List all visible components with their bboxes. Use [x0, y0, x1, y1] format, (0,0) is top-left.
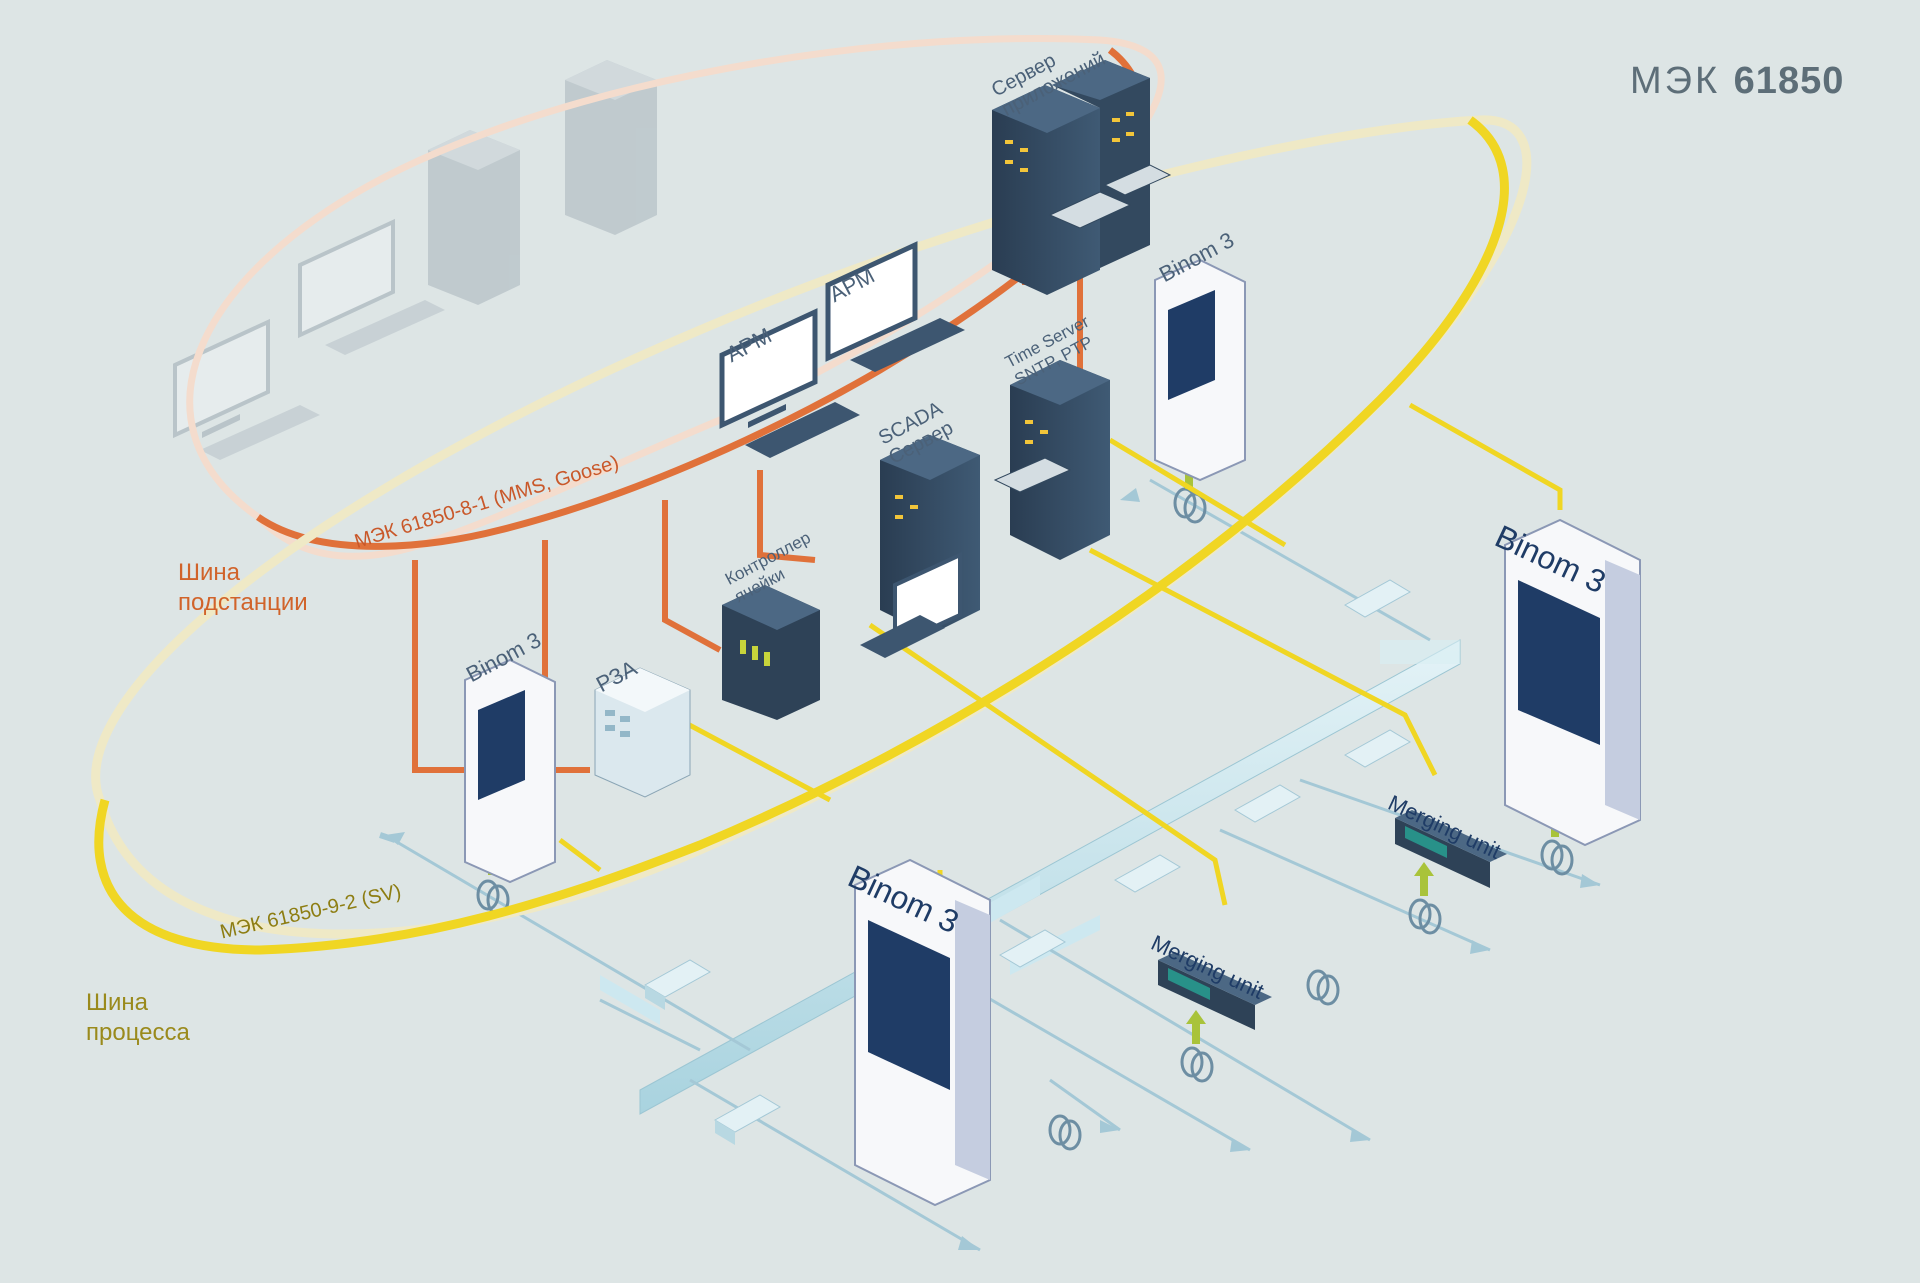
faded-workstations [173, 60, 657, 460]
process-bus-label: Шина процесса [86, 988, 190, 1048]
station-bus-label-line2: подстанции [178, 589, 308, 616]
process-bus-label-line2: процесса [86, 1019, 190, 1046]
station-bus-ring [186, 35, 1165, 560]
process-bus-drops [558, 402, 1563, 906]
arm-workstations [719, 241, 965, 458]
binom-units [464, 258, 1641, 1207]
title-prefix: МЭК [1630, 60, 1721, 102]
primary-busbars [600, 639, 1461, 1115]
page-title: МЭК 61850 [1630, 60, 1844, 103]
process-bus-active [94, 116, 1509, 955]
process-bus-label-line1: Шина [86, 989, 149, 1016]
merging-units [1158, 810, 1507, 1030]
feeder-arrows [385, 488, 1600, 1250]
title-number: 61850 [1733, 60, 1845, 102]
feeder-lines [379, 478, 1601, 1252]
rza-panel [594, 667, 691, 798]
station-bus-label-line1: Шина [178, 559, 241, 586]
process-bus-ring [91, 115, 1532, 939]
bay-controller [722, 585, 820, 720]
station-bus-label: Шина подстанции [178, 558, 308, 618]
station-bus-drops [412, 250, 1083, 773]
switchgear-boxes [644, 579, 1411, 1145]
scada-server [860, 435, 980, 658]
application-servers [992, 60, 1172, 295]
time-server [993, 360, 1110, 560]
